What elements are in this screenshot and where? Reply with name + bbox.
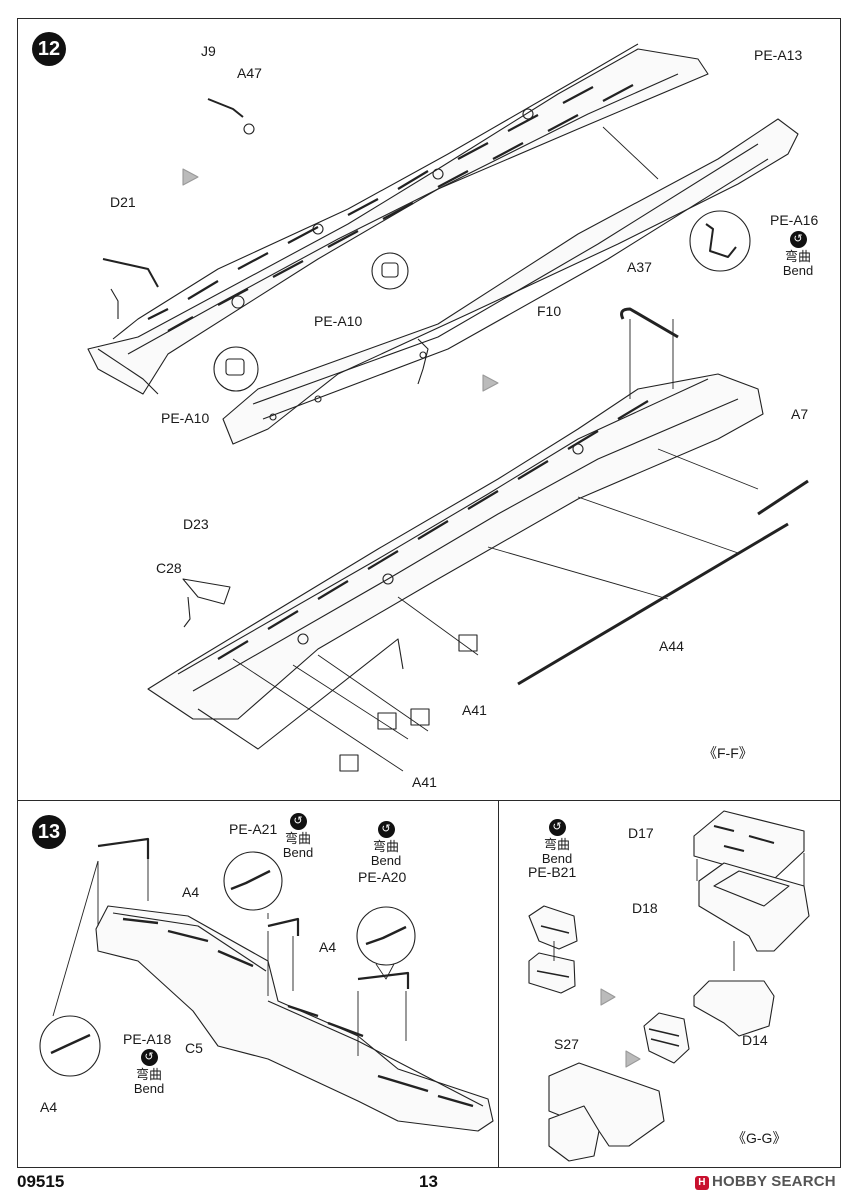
bend-label-zh: 弯曲 <box>135 1067 162 1082</box>
part-label-pe-a20: PE-A20 <box>358 869 407 885</box>
bend-icon: ↺ <box>548 819 566 836</box>
part-label-a41-bottom: A41 <box>412 774 437 790</box>
lower-deck-drawing <box>147 373 764 750</box>
view-g-g-drawing <box>528 810 810 1162</box>
part-label-a44: A44 <box>659 638 684 654</box>
part-label-j9: J9 <box>201 43 216 59</box>
product-code: 09515 <box>17 1172 65 1191</box>
part-label-a37: A37 <box>627 259 652 275</box>
part-label-pe-b21: PE-B21 <box>528 864 577 880</box>
part-label-pe-a18: PE-A18 <box>123 1031 172 1047</box>
part-label-pe-a16: PE-A16 <box>770 212 819 228</box>
part-label-pe-a10-top: PE-A10 <box>314 313 363 329</box>
bend-note-pe-a20: ↺ 弯曲 Bend <box>361 821 411 868</box>
part-label-a41-mid: A41 <box>462 702 487 718</box>
bend-note-pe-a21: ↺ 弯曲 Bend <box>273 813 323 860</box>
step-13-panel: 13 PE-A21 ↺ 弯曲 Bend A4 ↺ 弯曲 Bend PE-A20 … <box>17 800 499 1168</box>
watermark-logo: H <box>695 1176 709 1190</box>
bend-label-en: Bend <box>782 263 814 278</box>
watermark-text: HOBBY SEARCH <box>712 1173 836 1190</box>
part-label-pe-a21: PE-A21 <box>229 821 278 837</box>
step-13-drawing <box>39 837 494 1132</box>
step-12-panel: 12 J9 A47 D21 PE-A13 PE-A16 ↺ 弯曲 Bend PE… <box>17 18 841 801</box>
bend-label-zh: 弯曲 <box>284 831 311 846</box>
part-label-a4-right: A4 <box>319 939 337 955</box>
part-label-a7: A7 <box>791 406 809 422</box>
part-label-d18: D18 <box>632 900 658 916</box>
part-label-pe-a13: PE-A13 <box>754 47 803 63</box>
bend-note-pe-a16: ↺ 弯曲 Bend <box>773 231 823 278</box>
bend-icon: ↺ <box>377 821 395 838</box>
view-label-f-f: 《F-F》 <box>703 745 753 761</box>
part-label-d21: D21 <box>110 194 136 210</box>
view-g-g-panel: ↺ 弯曲 Bend PE-B21 D17 D18 S27 D14 《G-G》 <box>498 800 841 1168</box>
bend-note-pe-b21: ↺ 弯曲 Bend <box>532 819 582 866</box>
bend-label-en: Bend <box>133 1081 165 1096</box>
page-number: 13 <box>419 1172 438 1191</box>
bend-label-zh: 弯曲 <box>784 249 811 264</box>
bend-icon: ↺ <box>789 231 807 248</box>
step-number-13: 13 <box>32 815 66 849</box>
f10-rail-drawing <box>222 118 799 445</box>
part-label-s27: S27 <box>554 1036 579 1052</box>
part-label-a47: A47 <box>237 65 262 81</box>
part-label-pe-a10-left: PE-A10 <box>161 410 210 426</box>
upper-deck-drawing <box>87 43 709 395</box>
bend-label-en: Bend <box>282 845 314 860</box>
part-label-a4-top: A4 <box>182 884 200 900</box>
part-label-a4-bottom: A4 <box>40 1099 58 1115</box>
part-label-c28: C28 <box>156 560 182 576</box>
bend-icon: ↺ <box>289 813 307 830</box>
part-label-d23: D23 <box>183 516 209 532</box>
bend-note-pe-a18: ↺ 弯曲 Bend <box>124 1049 174 1096</box>
part-label-d14: D14 <box>742 1032 768 1048</box>
bend-label-en: Bend <box>370 853 402 868</box>
bend-icon: ↺ <box>140 1049 158 1066</box>
bend-label-zh: 弯曲 <box>372 839 399 854</box>
part-label-d17: D17 <box>628 825 654 841</box>
view-label-g-g: 《G-G》 <box>732 1130 787 1146</box>
bend-label-en: Bend <box>541 851 573 866</box>
bend-label-zh: 弯曲 <box>543 837 570 852</box>
step-12-drawing <box>87 43 809 772</box>
part-label-f10: F10 <box>537 303 562 319</box>
step-number-12: 12 <box>32 32 66 66</box>
part-label-c5: C5 <box>185 1040 203 1056</box>
